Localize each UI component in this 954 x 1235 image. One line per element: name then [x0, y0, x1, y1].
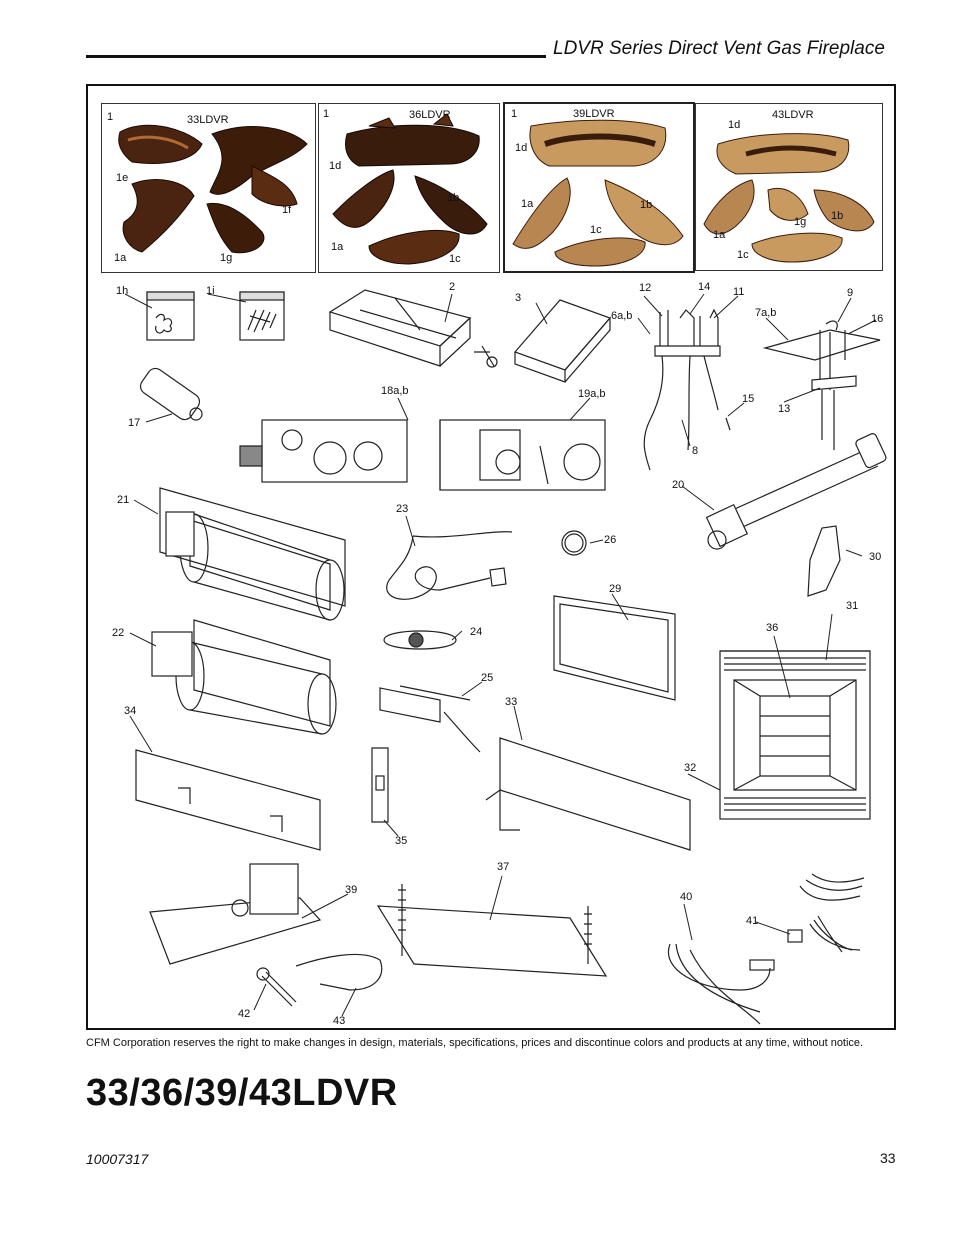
callout-label: 7a,b — [755, 307, 777, 319]
page-header-title: LDVR Series Direct Vent Gas Fireplace — [553, 38, 885, 59]
callout-label: 39 — [345, 884, 358, 896]
part-label: 1g — [220, 252, 233, 264]
callout-label: 20 — [672, 479, 685, 491]
callout-label: 30 — [869, 551, 882, 563]
log-set-36-illustration — [332, 113, 488, 265]
part-label: 1c — [590, 224, 602, 236]
part-label: 1b — [447, 192, 460, 204]
panel-model: 43LDVR — [772, 109, 814, 121]
page-number: 33 — [880, 1150, 896, 1166]
log-set-33-illustration — [118, 124, 308, 254]
callout-label: 35 — [395, 835, 408, 847]
part-label: 1c — [449, 253, 461, 265]
part-label: 1g — [794, 216, 807, 228]
callout-label: 13 — [778, 403, 791, 415]
callout-label: 6a,b — [611, 310, 633, 322]
callout-label: 9 — [847, 287, 854, 299]
callout-label: 1h — [116, 285, 129, 297]
callout-label: 15 — [742, 393, 755, 405]
callout-label: 41 — [746, 915, 759, 927]
callout-label: 14 — [698, 281, 711, 293]
set-number: 1 — [323, 108, 330, 120]
part-label: 1b — [640, 199, 653, 211]
part-label: 1d — [515, 142, 528, 154]
panel-model: 36LDVR — [409, 109, 451, 121]
part-label: 1a — [331, 241, 344, 253]
part-label: 1a — [114, 252, 127, 264]
part-label: 1a — [521, 198, 534, 210]
callout-label: 18a,b — [381, 385, 409, 397]
callout-label: 42 — [238, 1008, 251, 1020]
callout-label: 29 — [609, 583, 622, 595]
part-label: 1a — [713, 229, 726, 241]
part-label: 1c — [737, 249, 749, 261]
panel-model: 33LDVR — [187, 114, 229, 126]
disclaimer-text: CFM Corporation reserves the right to ma… — [86, 1037, 864, 1049]
log-panel-33ldvr: 1 33LDVR 1e 1f 1a 1g — [101, 103, 316, 273]
panel-model: 39LDVR — [573, 108, 615, 120]
callout-label: 24 — [470, 626, 483, 638]
callout-label: 1i — [206, 285, 215, 297]
models-title: 33/36/39/43LDVR — [86, 1072, 398, 1114]
callout-label: 32 — [684, 762, 697, 774]
callout-label: 21 — [117, 494, 130, 506]
part-label: 1f — [282, 204, 292, 216]
callout-label: 34 — [124, 705, 137, 717]
callout-label: 8 — [692, 445, 699, 457]
callout-label: 26 — [604, 534, 617, 546]
part-label: 1b — [831, 210, 844, 222]
callout-label: 3 — [515, 292, 522, 304]
part-label: 1d — [728, 119, 741, 131]
callout-label: 19a,b — [578, 388, 606, 400]
callout-label: 43 — [333, 1015, 346, 1027]
callout-label: 2 — [449, 281, 456, 293]
log-set-39-illustration — [512, 119, 684, 267]
log-set-43-illustration — [703, 133, 875, 263]
callout-label: 25 — [481, 672, 494, 684]
callout-label: 23 — [396, 503, 409, 515]
callout-label: 11 — [733, 286, 745, 298]
callout-label: 37 — [497, 861, 510, 873]
callout-label: 33 — [505, 696, 518, 708]
log-panel-36ldvr: 1 36LDVR 1d 1b 1a 1c — [318, 103, 500, 273]
callout-label: 17 — [128, 417, 141, 429]
log-panel-39ldvr: 1 39LDVR 1d 1a 1b 1c — [503, 102, 695, 273]
callout-label: 36 — [766, 622, 779, 634]
part-label: 1e — [116, 172, 129, 184]
callout-label: 16 — [871, 313, 884, 325]
callout-label: 22 — [112, 627, 125, 639]
callout-label: 12 — [639, 282, 652, 294]
parts-diagram-frame — [86, 84, 896, 1030]
set-number: 1 — [511, 108, 518, 120]
callout-label: 40 — [680, 891, 693, 903]
log-panel-43ldvr: 43LDVR 1d 1g 1b 1a 1c — [695, 103, 883, 271]
header-rule — [86, 55, 546, 58]
part-label: 1d — [329, 160, 342, 172]
callout-label: 31 — [846, 600, 859, 612]
document-number: 10007317 — [86, 1151, 149, 1167]
set-number: 1 — [107, 111, 114, 123]
